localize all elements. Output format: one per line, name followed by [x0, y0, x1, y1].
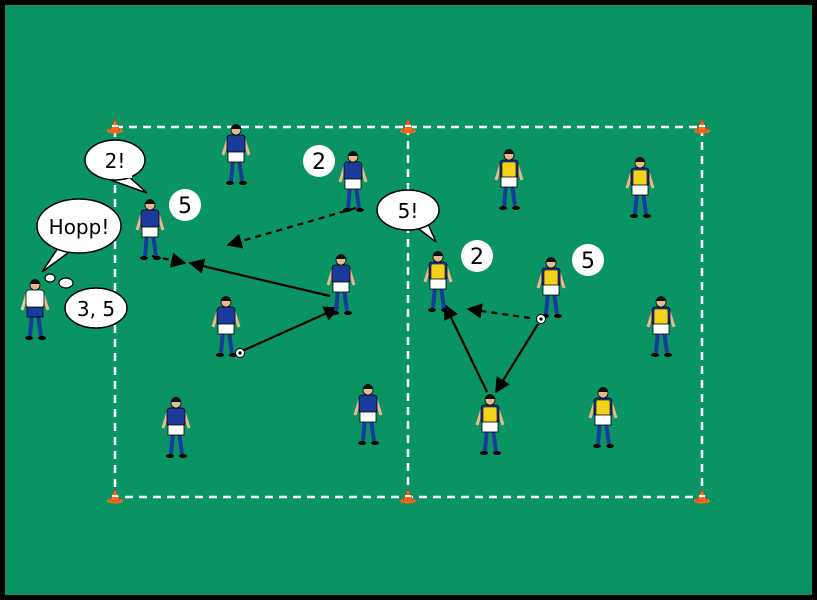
right-call-text: 5!: [398, 199, 419, 223]
pass-arrow: [495, 323, 539, 394]
pass-arrow: [188, 258, 331, 298]
player-blue: [338, 151, 368, 212]
left-call-text: 2!: [105, 149, 126, 173]
coach-thought-text: 3, 5: [77, 297, 115, 321]
svg-text:2: 2: [312, 150, 326, 175]
player-blue: [221, 124, 251, 185]
dashed-run-arrow: [226, 206, 357, 249]
cones: [107, 118, 710, 504]
number-badge: 2: [461, 240, 493, 272]
speech-bubble-right-call: 5!: [376, 189, 440, 243]
player-blue: [161, 397, 191, 458]
cone-icon: [694, 118, 710, 134]
number-badge: 2: [303, 145, 335, 177]
player-yellow-bib: [588, 387, 618, 448]
players: [20, 124, 676, 458]
player-yellow-bib: [494, 149, 524, 210]
player-yellow-bib: [646, 296, 676, 357]
player-blue: [135, 199, 165, 260]
thought-bubble-coach: 3, 5: [44, 273, 128, 329]
player-yellow-bib: [423, 251, 453, 312]
speech-bubble-coach-shout: Hopp!: [36, 198, 122, 273]
coach-shout-text: Hopp!: [49, 215, 110, 239]
coach-figure: [20, 279, 50, 340]
player-yellow-bib: [625, 157, 655, 218]
svg-text:5: 5: [581, 249, 595, 274]
svg-text:5: 5: [178, 194, 192, 219]
player-blue: [353, 384, 383, 445]
pass-arrow: [444, 303, 488, 393]
svg-text:2: 2: [470, 245, 484, 270]
cone-icon: [107, 118, 123, 134]
speech-bubble-left-call: 2!: [84, 139, 148, 194]
ball-icon: [235, 348, 245, 358]
player-yellow-bib: [475, 394, 505, 455]
cone-icon: [400, 488, 416, 504]
cone-icon: [107, 488, 123, 504]
player-blue: [211, 296, 241, 357]
cone-icon: [694, 488, 710, 504]
ball-icon: [536, 314, 546, 324]
number-badge: 5: [169, 189, 201, 221]
number-badge: 5: [572, 244, 604, 276]
pass-arrow: [239, 306, 340, 354]
cone-icon: [400, 118, 416, 134]
player-blue: [326, 254, 356, 315]
